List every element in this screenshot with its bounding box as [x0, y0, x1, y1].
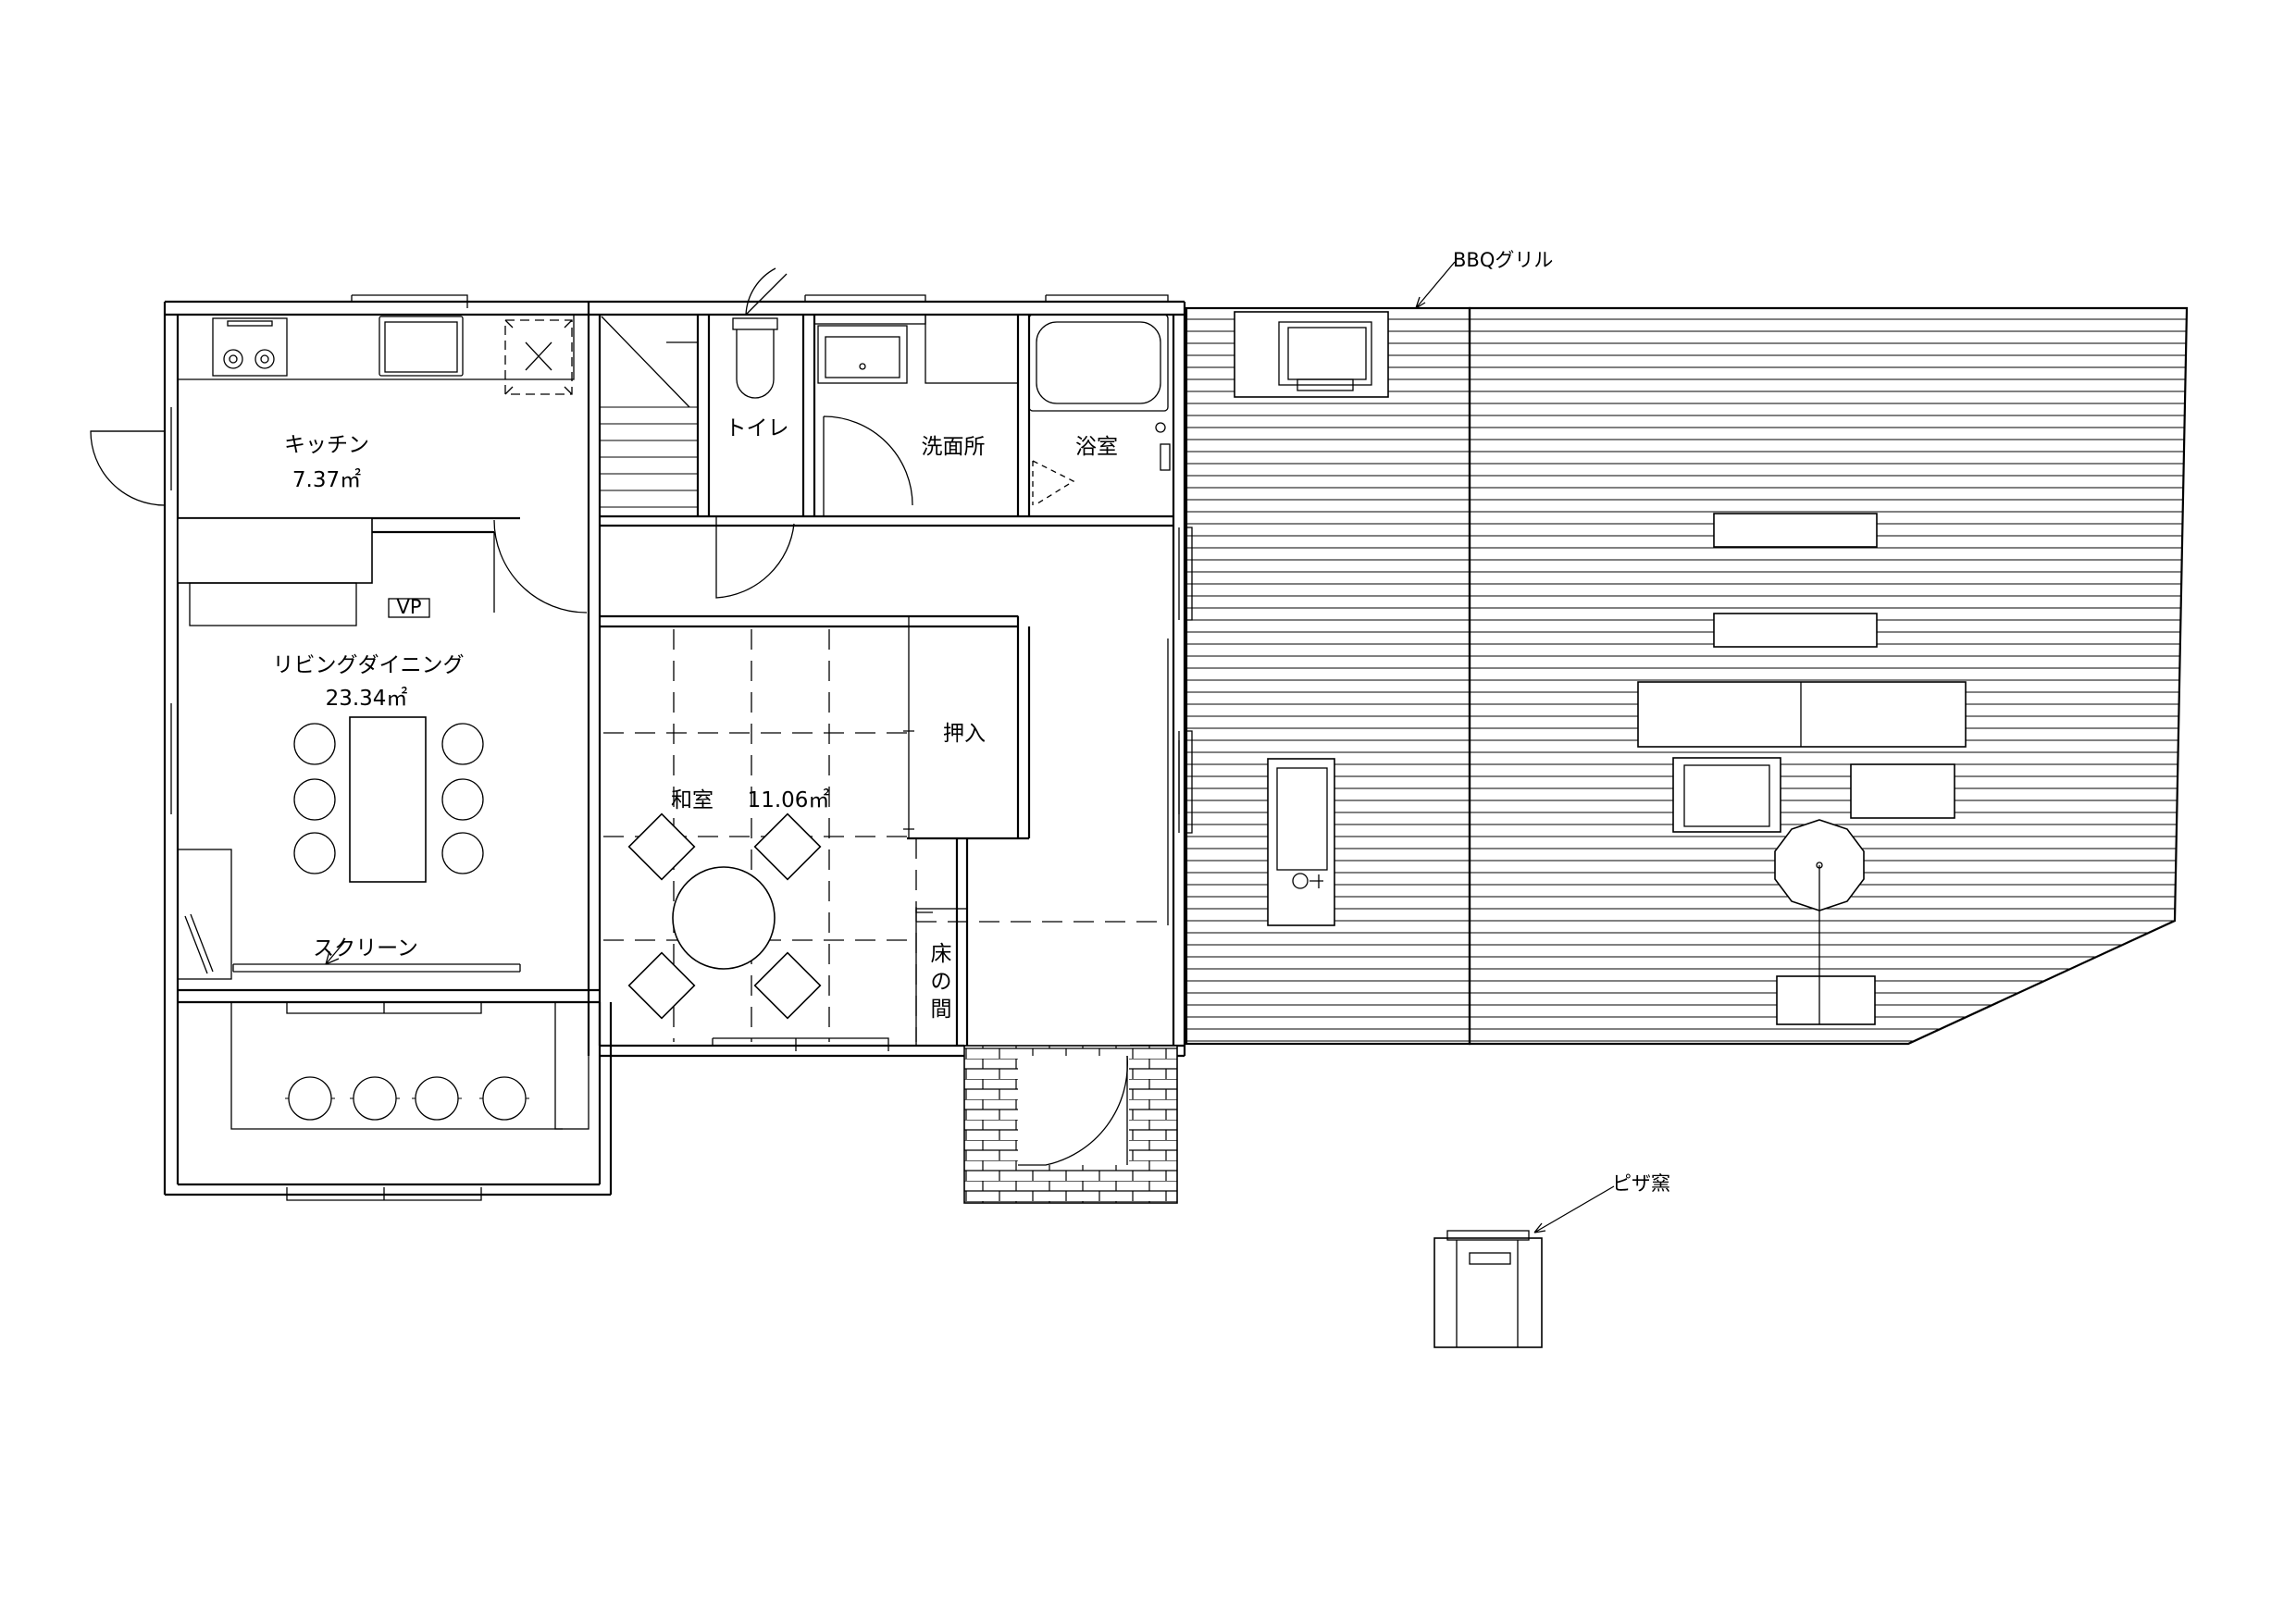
toilet-door [745, 267, 788, 316]
tokonoma-label-2: の [931, 970, 952, 994]
staircase [599, 314, 699, 517]
senmen-label: 洗面所 [922, 435, 986, 459]
burner-icon [223, 349, 243, 369]
oshiire-closet [908, 615, 1019, 839]
deck-lounge [1672, 757, 1955, 833]
tv-cabinet [177, 849, 232, 980]
living-label: リビングダイニング [273, 653, 465, 677]
kitchen-door [90, 430, 166, 506]
vp-label: VP [396, 596, 421, 618]
pizza-label: ピザ窯 [1612, 1172, 1670, 1195]
bath-door [1032, 460, 1075, 506]
washroom-fixtures [813, 314, 1019, 516]
burner-icon [254, 349, 275, 369]
toilet-fixture [732, 317, 778, 399]
pizza-oven [1433, 1230, 1543, 1348]
low-table [672, 866, 776, 970]
dining-set [293, 716, 484, 883]
kitchen-counter [178, 315, 575, 395]
windows [170, 294, 1193, 1201]
oshiire-label: 押入 [943, 722, 986, 746]
toilet-label: トイレ [726, 416, 789, 440]
outdoor-sink [1267, 758, 1335, 926]
pizza-leader [1533, 1185, 1615, 1233]
deck-benches [1637, 513, 1967, 748]
bbq-label: BBQグリル [1453, 249, 1553, 271]
patio-umbrella [1774, 819, 1876, 1025]
bench-seating [230, 1001, 590, 1130]
tokonoma-label-3: 間 [931, 998, 952, 1022]
deck-left-outline [1185, 306, 1471, 1046]
screen [232, 941, 521, 973]
tokonoma-alcove [915, 908, 968, 1047]
deck-left [1186, 318, 1470, 1042]
toilet-lower-door [715, 516, 795, 599]
washitsu-area: 11.06㎡ [748, 788, 830, 812]
bbq-leader [1415, 261, 1456, 309]
kitchen-sink [379, 316, 464, 377]
vp-box [388, 598, 430, 618]
living-area: 23.34㎡ [326, 687, 408, 711]
screen-label: スクリーン [313, 936, 418, 961]
washitsu-label: 和室 [671, 788, 714, 812]
living-door [493, 519, 588, 614]
deck-right-outline [1468, 306, 2189, 1046]
bathtub [1028, 314, 1169, 412]
zabuton-cushions [627, 812, 822, 1020]
shower-fixture [1155, 422, 1171, 471]
deck-right [1470, 318, 2187, 1042]
island-counter [177, 517, 373, 626]
bbq-grill [1234, 311, 1389, 398]
entrance-porch [963, 1045, 1178, 1204]
kitchen-area: 7.37㎡ [292, 468, 361, 492]
bath-label: 浴室 [1075, 435, 1118, 459]
kitchen-label: キッチン [284, 433, 369, 457]
tokonoma-label-1: 床 [931, 942, 952, 966]
